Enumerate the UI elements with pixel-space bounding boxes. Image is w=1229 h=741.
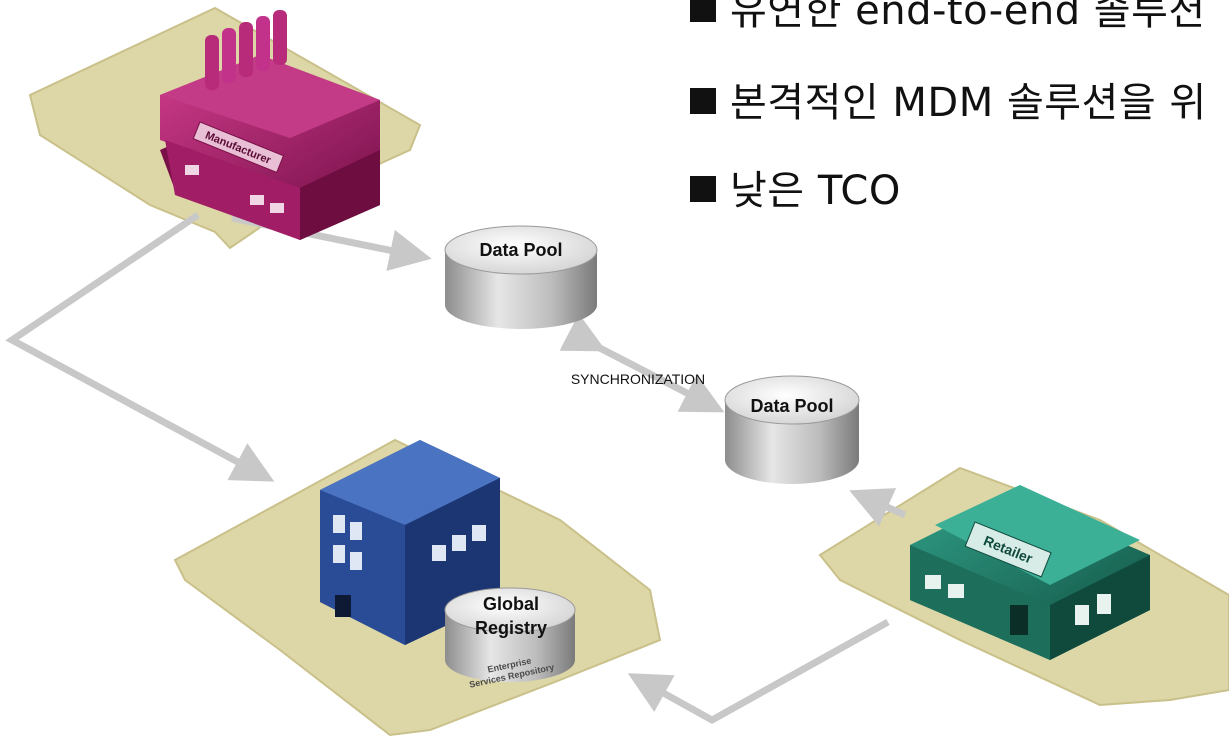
retailer-sign [964, 521, 1052, 578]
data-pool-1: Data Pool [444, 225, 598, 329]
manufacturer-to-registry-connector [5, 212, 275, 482]
global-registry-building [320, 440, 500, 645]
global-registry-label-line2: Registry [475, 618, 547, 638]
bullet-square-icon [690, 176, 716, 202]
retailer-building: Retailer [910, 485, 1150, 660]
bullet-square-icon [690, 0, 716, 22]
bullet-flexible-solution: 유연한 end-to-end 솔루션 [690, 0, 1206, 36]
bullet-square-icon [690, 88, 716, 114]
bullet-low-tco: 낮은 TCO [690, 158, 901, 216]
data-pool-1-label: Data Pool [479, 240, 562, 260]
data-pool-2-label: Data Pool [750, 396, 833, 416]
bullet-mdm-solution: 본격적인 MDM 솔루션을 위 [690, 70, 1207, 128]
manufacturer-building: Manufacturer [160, 10, 380, 240]
manufacturer-sign [192, 121, 285, 174]
global-registry-cylinder: Global Registry Enterprise Services Repo… [444, 587, 576, 690]
retailer-to-pool-connector [849, 488, 907, 527]
retailer-to-registry-connector [627, 618, 890, 725]
synchronization-label: SYNCHRONIZATION [571, 371, 705, 387]
data-pool-2: Data Pool [724, 375, 860, 484]
global-registry-label-line1: Global [483, 594, 539, 614]
sync-double-arrow [559, 313, 725, 413]
